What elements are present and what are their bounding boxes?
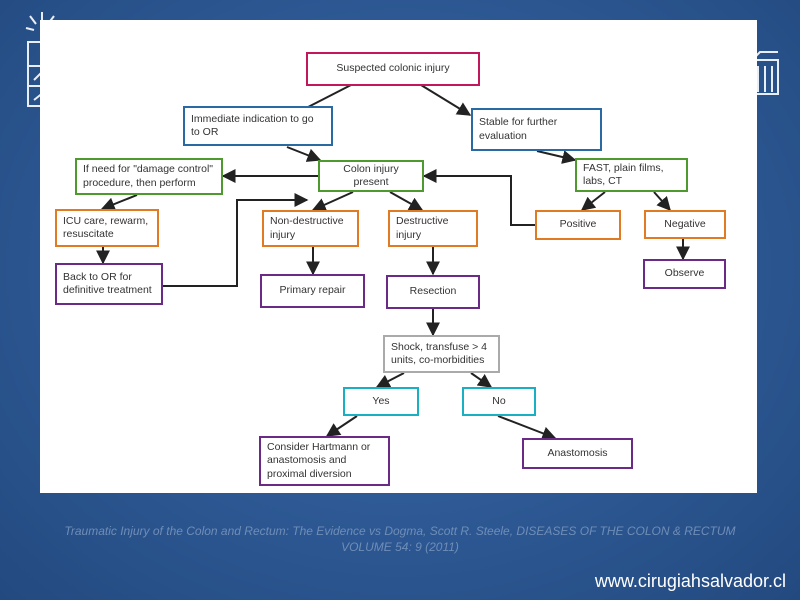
node-stable-evaluation: Stable for further evaluation — [471, 108, 602, 151]
edge-yes-hartmann — [325, 415, 358, 437]
flowchart-panel: Suspected colonic injury Immediate indic… — [40, 20, 757, 493]
website-url[interactable]: www.cirugiahsalvador.cl — [594, 571, 786, 591]
edge-immediate-colonpresent — [286, 146, 322, 162]
edge-fast-negative — [653, 191, 671, 212]
node-icu-care: ICU care, rewarm, resuscitate — [55, 209, 159, 247]
node-yes: Yes — [343, 387, 419, 416]
node-shock-transfuse: Shock, transfuse > 4 units, co-morbiditi… — [383, 335, 500, 373]
node-colon-injury-present: Colon injury present — [318, 160, 424, 192]
node-fast-films-labs-ct: FAST, plain films, labs, CT — [575, 158, 688, 192]
node-negative: Negative — [644, 210, 726, 239]
edge-fast-positive — [580, 191, 606, 211]
node-consider-hartmann: Consider Hartmann or anastomosis and pro… — [259, 436, 390, 486]
edge-colonpresent-destructive — [389, 191, 424, 211]
node-resection: Resection — [386, 275, 480, 309]
node-back-to-or: Back to OR for definitive treatment — [55, 263, 163, 305]
node-non-destructive-injury: Non-destructive injury — [262, 210, 359, 247]
citation-text: Traumatic Injury of the Colon and Rectum… — [64, 524, 736, 555]
node-no: No — [462, 387, 536, 416]
edge-shock-yes — [375, 372, 405, 388]
edge-positive-colonpresent — [422, 169, 535, 226]
edge-backor-colonpresent — [163, 193, 309, 287]
edge-no-anastomosis — [497, 415, 557, 440]
node-damage-control: If need for "damage control" procedure, … — [75, 158, 223, 195]
institution-logo-right — [751, 51, 779, 95]
edge-shock-no — [470, 372, 493, 388]
node-destructive-injury: Destructive injury — [388, 210, 478, 247]
node-primary-repair: Primary repair — [260, 274, 365, 308]
edge-damage-icu — [100, 194, 138, 211]
node-observe: Observe — [643, 259, 726, 289]
edge-suspected-stable — [420, 84, 472, 116]
node-suspected-colonic-injury: Suspected colonic injury — [306, 52, 480, 86]
edge-colonpresent-nondestructive — [311, 191, 354, 212]
flowchart — [96, 84, 690, 440]
node-anastomosis: Anastomosis — [522, 438, 633, 469]
node-positive: Positive — [535, 210, 621, 240]
edge-stable-fast — [536, 150, 577, 164]
node-immediate-indication: Immediate indication to go to OR — [183, 106, 333, 146]
